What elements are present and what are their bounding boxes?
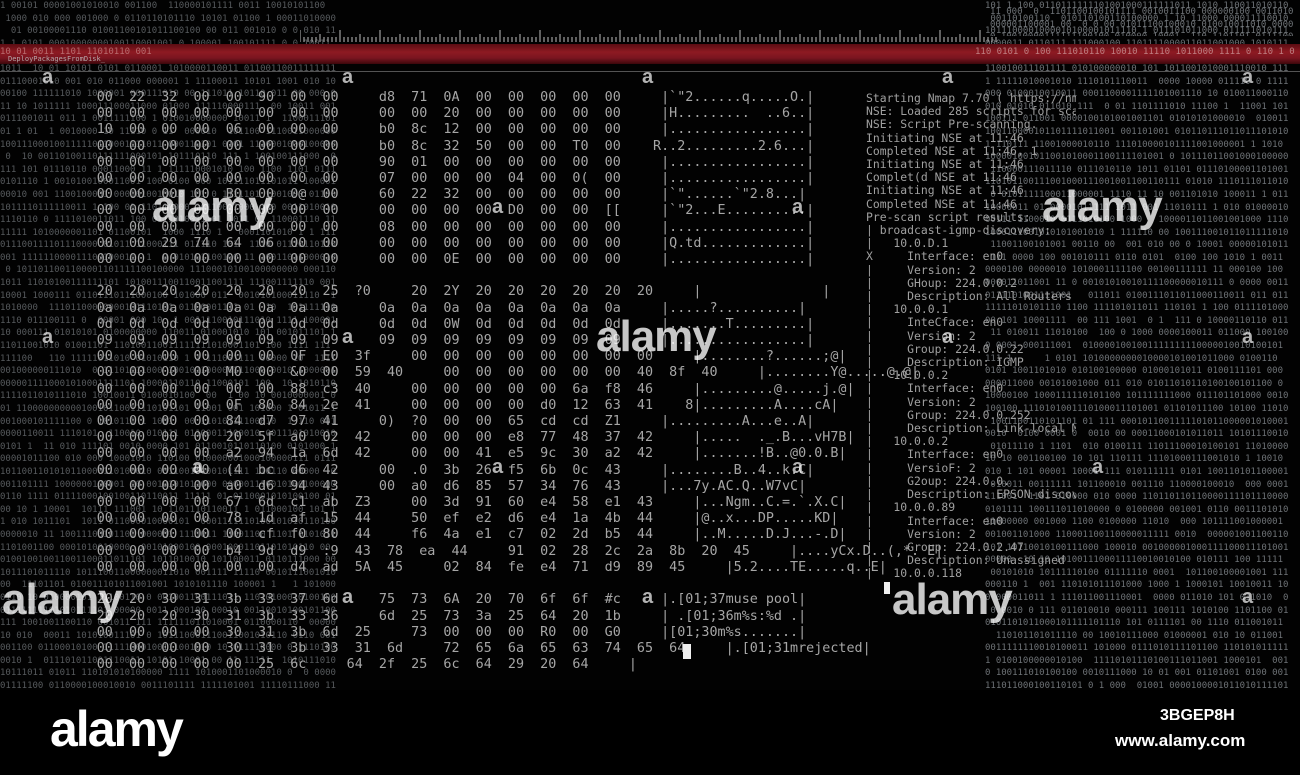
watermark-logo: alamy xyxy=(1042,182,1163,231)
watermark-mark: a xyxy=(492,456,504,478)
watermark-mark: a xyxy=(192,456,204,478)
binary-background-right: 101 1 100 0110111111101001000111111011 1… xyxy=(985,1,1289,690)
watermark-mark: a xyxy=(642,66,654,88)
watermark-mark: a xyxy=(342,326,354,348)
watermark-mark: a xyxy=(42,326,54,348)
tick-ruler xyxy=(300,30,997,42)
terminal-cursor xyxy=(683,644,691,659)
image-id: 3BGEP8H xyxy=(1160,707,1235,724)
watermark-logo: alamy xyxy=(596,312,717,361)
nmap-output-panel: Starting Nmap 7.70 ( https://nmap.org NS… xyxy=(866,92,1076,581)
watermark-mark: a xyxy=(42,66,54,88)
watermark-mark: a xyxy=(342,66,354,88)
site-url: www.alamy.com xyxy=(1115,731,1246,750)
title-bar-label: DeployPackagesFromDisk_ xyxy=(8,55,105,63)
watermark-mark: a xyxy=(942,66,954,88)
alamy-logo: alamy xyxy=(50,701,184,757)
progress-title-bar xyxy=(0,44,1300,64)
watermark-mark: a xyxy=(1242,66,1254,88)
binary-background-top-right: 11 000 0 1101100100101111 0010011100 000… xyxy=(990,7,1294,36)
watermark-logo: alamy xyxy=(2,575,123,624)
title-bar-bits-left: 10 01 0011 1101 11010110 001 xyxy=(0,47,152,57)
watermark-mark: a xyxy=(792,196,804,218)
separator-line xyxy=(0,71,1300,72)
watermark-logo: alamy xyxy=(892,575,1013,624)
watermark-mark: a xyxy=(492,196,504,218)
watermark-mark: a xyxy=(1092,456,1104,478)
watermark-mark: a xyxy=(942,326,954,348)
terminal-screen: 1 00101 00001001010010 001100 1100001011… xyxy=(0,0,1300,690)
watermark-mark: a xyxy=(1242,326,1254,348)
watermark-mark: a xyxy=(792,456,804,478)
title-bar-bits-right: 110 0101 0 100 111010110 10010 11110 101… xyxy=(975,47,1295,57)
watermark-mark: a xyxy=(1242,586,1254,608)
watermark-mark: a xyxy=(642,586,654,608)
stock-footer xyxy=(0,690,1300,775)
hex-dump-panel: 00 22 32 00 00 90 00 00 d8 71 0A 00 00 0… xyxy=(96,90,944,673)
watermark-mark: a xyxy=(342,586,354,608)
secondary-cursor xyxy=(884,582,890,594)
watermark-logo: alamy xyxy=(152,182,273,231)
